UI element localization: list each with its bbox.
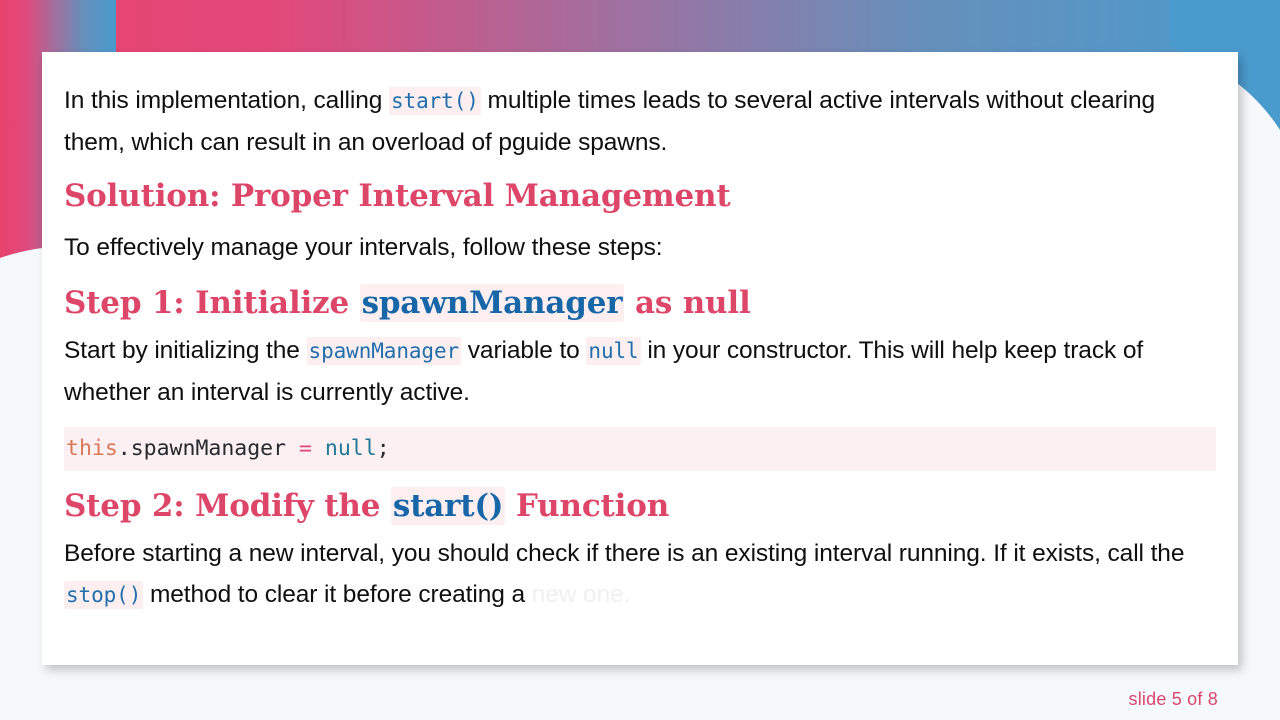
step-2-heading-part-1: Step 2: Modify the (64, 488, 391, 524)
inline-code-null: null (586, 337, 641, 365)
step-2-text-part-1: Before starting a new interval, you shou… (64, 540, 1185, 567)
slide-content: In this implementation, calling start() … (64, 80, 1216, 616)
code-token-punctuation: ; (376, 436, 390, 461)
step-1-heading-part-2: as null (624, 285, 751, 321)
step-2-fading-text: new one. (531, 581, 631, 608)
intro-text-part-2: multiple times leads to several active i… (64, 87, 1156, 156)
inline-code-start: start() (389, 87, 481, 115)
step-1-heading-part-1: Step 1: Initialize (64, 285, 360, 321)
step-1-text-part-2: variable to (461, 337, 587, 364)
solution-heading: Solution: Proper Interval Management (64, 178, 731, 214)
step-1-paragraph: Start by initializing the spawnManager v… (64, 330, 1216, 413)
code-token-operator: = (286, 436, 325, 461)
step-1-heading: Step 1: Initialize spawnManager as null (64, 282, 1216, 324)
code-token-null: null (324, 436, 377, 461)
solution-intro-paragraph: To effectively manage your intervals, fo… (64, 234, 663, 261)
slide-card: In this implementation, calling start() … (42, 52, 1238, 665)
code-block: this.spawnManager = null; (64, 427, 1216, 471)
code-token-property: .spawnManager (117, 436, 287, 461)
intro-paragraph: In this implementation, calling start() … (64, 80, 1216, 163)
step-1-text-part-1: Start by initializing the (64, 337, 307, 364)
step-2-heading: Step 2: Modify the start() Function (64, 485, 1216, 527)
code-token-this: this (66, 436, 118, 461)
step-2-text-part-2: method to clear it before creating a (143, 581, 532, 608)
step-2-heading-part-2: Function (505, 488, 670, 524)
inline-code-start-heading: start() (390, 487, 506, 525)
inline-code-spawnmanager: spawnManager (306, 337, 462, 365)
inline-code-stop: stop() (64, 581, 144, 609)
step-1-text-part-3: in your constructor. This will help keep… (64, 337, 1144, 406)
slide-counter: slide 5 of 8 (1128, 689, 1218, 709)
step-2-paragraph: Before starting a new interval, you shou… (64, 533, 1216, 616)
inline-code-spawnmanager-heading: spawnManager (359, 284, 625, 322)
intro-text-part-1: In this implementation, calling (64, 87, 389, 114)
